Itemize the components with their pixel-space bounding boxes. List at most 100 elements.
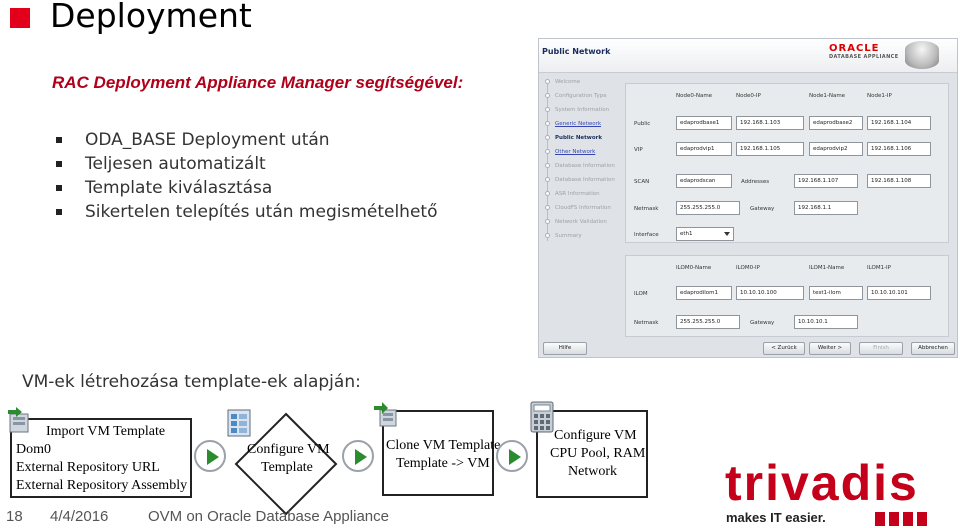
step-dot-icon [545, 219, 550, 224]
import-template-icon [8, 407, 29, 433]
help-button[interactable]: Hilfe [543, 342, 587, 355]
next-button[interactable]: Weiter > [809, 342, 851, 355]
configure-vm-box: Configure VM CPU Pool, RAM Network [536, 410, 648, 498]
box2-line-2: Template [261, 460, 313, 475]
interface-select-value: eth1 [680, 231, 693, 237]
ilom0-ip-field[interactable]: 10.10.10.100 [736, 286, 804, 300]
vip-node1-ip-field[interactable]: 192.168.1.106 [867, 142, 931, 156]
step-dot-icon [545, 121, 550, 126]
box1-title: Import VM Template [46, 424, 166, 439]
scan-ip-2-field[interactable]: 192.168.1.108 [867, 174, 931, 188]
ilom1-ip-field[interactable]: 10.10.10.101 [867, 286, 931, 300]
bullet-list: ODA_BASE Deployment után Teljesen automa… [55, 128, 437, 224]
step-network-validation[interactable]: Network Validation [555, 219, 607, 225]
public-label: Public [634, 121, 651, 127]
cancel-button[interactable]: Abbrechen [911, 342, 955, 355]
play-arrow-icon [496, 440, 528, 472]
public-node0-ip-field[interactable]: 192.168.1.103 [736, 116, 804, 130]
step-dot-icon [545, 191, 550, 196]
vip-label: VIP [634, 147, 643, 153]
ilom1-name-field[interactable]: test1-ilom [809, 286, 863, 300]
step-dot-icon [545, 205, 550, 210]
vip-node1-name-field[interactable]: edaprodvip2 [809, 142, 863, 156]
finish-button[interactable]: Finish [859, 342, 903, 355]
col-header-node0-name: Node0-Name [676, 93, 713, 99]
box4-line-2: CPU Pool, RAM [550, 446, 646, 461]
gateway-label: Gateway [750, 206, 775, 212]
trivadis-bars-icon [875, 512, 935, 526]
configure-vm-template-diamond [234, 412, 338, 516]
step-dot-icon [545, 233, 550, 238]
step-cloudfs-information[interactable]: CloudFS Information [555, 205, 611, 211]
public-node0-name-field[interactable]: edaprodbase1 [676, 116, 732, 130]
clone-vm-template-box: Clone VM Template Template -> VM [382, 410, 500, 496]
step-dot-icon [545, 135, 550, 140]
bullet-item: Sikertelen telepítés után megismételhető [55, 200, 437, 224]
scan-label: SCAN [634, 179, 650, 185]
netmask-field[interactable]: 255.255.255.0 [676, 201, 740, 215]
box3-line-1: Clone VM Template [386, 438, 501, 453]
bullet-icon [56, 209, 62, 215]
step-database-information-2[interactable]: Database Information [555, 177, 615, 183]
bullet-text: Teljesen automatizált [85, 154, 266, 174]
scan-ip-1-field[interactable]: 192.168.1.107 [794, 174, 858, 188]
public-node1-name-field[interactable]: edaprodbase2 [809, 116, 863, 130]
oracle-brand: ORACLE [829, 43, 880, 54]
oracle-brand-sub: DATABASE APPLIANCE [829, 54, 899, 60]
steps-rail [547, 81, 548, 241]
bullet-icon [56, 161, 62, 167]
bullet-item: ODA_BASE Deployment után [55, 128, 437, 152]
public-node1-ip-field[interactable]: 192.168.1.104 [867, 116, 931, 130]
step-generic-network[interactable]: Generic Network [555, 121, 602, 127]
step-system-information[interactable]: System Information [555, 107, 610, 113]
step-dot-icon [545, 177, 550, 182]
deployment-wizard-screenshot: Public Network ORACLE DATABASE APPLIANCE… [538, 38, 958, 358]
footer-date: 4/4/2016 [50, 508, 109, 525]
step-database-information[interactable]: Database Information [555, 163, 615, 169]
ilom-gateway-field[interactable]: 10.10.10.1 [794, 315, 858, 329]
step-configuration-type[interactable]: Configuration Type [555, 93, 607, 99]
vip-node0-name-field[interactable]: edaprodvip1 [676, 142, 732, 156]
oracle-logo: ORACLE DATABASE APPLIANCE [829, 43, 903, 65]
ilom-netmask-label: Netmask [634, 320, 659, 326]
play-arrow-icon [342, 440, 374, 472]
col-header-ilom0-name: ILOM0-Name [676, 265, 712, 271]
step-summary[interactable]: Summary [555, 233, 582, 239]
col-header-node1-name: Node1-Name [809, 93, 846, 99]
bullet-text: Template kiválasztása [85, 178, 273, 198]
gateway-field[interactable]: 192.168.1.1 [794, 201, 858, 215]
scan-name-field[interactable]: edaprodscan [676, 174, 732, 188]
bullet-text: ODA_BASE Deployment után [85, 130, 330, 150]
play-arrow-icon [194, 440, 226, 472]
interface-select[interactable]: eth1 [676, 227, 734, 241]
wizard-steps: Welcome Configuration Type System Inform… [545, 79, 623, 249]
clone-template-icon [374, 402, 397, 427]
ilom-netmask-field[interactable]: 255.255.255.0 [676, 315, 740, 329]
ilom0-name-field[interactable]: edaprodilom1 [676, 286, 732, 300]
netmask-label: Netmask [634, 206, 659, 212]
ilom-network-pane: ILOM0-Name ILOM0-IP ILOM1-Name ILOM1-IP … [625, 255, 949, 337]
col-header-node0-ip: Node0-IP [736, 93, 761, 99]
step-welcome[interactable]: Welcome [555, 79, 581, 85]
vip-node0-ip-field[interactable]: 192.168.1.105 [736, 142, 804, 156]
footer-topic: OVM on Oracle Database Appliance [148, 508, 389, 525]
interface-label: Interface [634, 232, 659, 238]
box2-line-1: Configure VM [247, 442, 330, 457]
trivadis-tagline: makes IT easier. [726, 510, 826, 525]
step-asr-information[interactable]: ASR Information [555, 191, 600, 197]
slide-subtitle: RAC Deployment Appliance Manager segítsé… [52, 73, 464, 92]
box4-line-3: Network [568, 464, 617, 479]
ilom-label: ILOM [634, 291, 648, 297]
title-marker [10, 8, 30, 28]
col-header-ilom1-ip: ILOM1-IP [867, 265, 891, 271]
back-button[interactable]: < Zurück [763, 342, 805, 355]
wizard-header: Public Network ORACLE DATABASE APPLIANCE [539, 39, 957, 73]
step-dot-icon [545, 107, 550, 112]
template-config-icon [227, 409, 251, 437]
col-header-ilom0-ip: ILOM0-IP [736, 265, 760, 271]
step-other-network[interactable]: Other Network [555, 149, 596, 155]
step-dot-icon [545, 149, 550, 154]
step-public-network[interactable]: Public Network [555, 135, 603, 141]
bullet-icon [56, 185, 62, 191]
bullet-item: Template kiválasztása [55, 176, 437, 200]
